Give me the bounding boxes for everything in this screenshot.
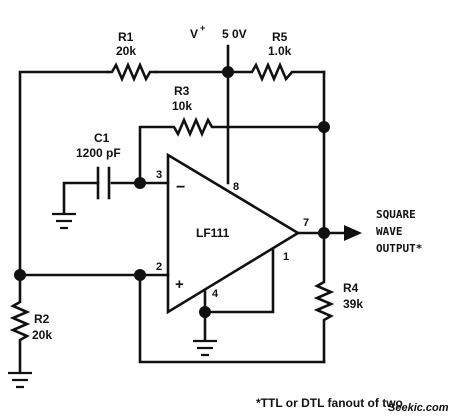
- r2-ground-icon: [8, 371, 32, 389]
- pin7-label: 7: [303, 217, 309, 229]
- opamp-ground-icon: [193, 339, 217, 357]
- output-line2-label: WAVE: [376, 225, 403, 238]
- minus-sign-label: −: [176, 179, 185, 196]
- pin3-label: 3: [156, 169, 162, 181]
- r4-value-label: 39k: [343, 297, 363, 311]
- r2-ref-label: R2: [34, 312, 50, 326]
- c1-ref-label: C1: [94, 131, 110, 145]
- ground-node: [199, 306, 211, 318]
- r3-ref-label: R3: [174, 84, 190, 98]
- supply-voltage-label: 5 0V: [222, 27, 247, 41]
- r3-value-label: 10k: [172, 99, 192, 113]
- output-line1-label: SQUARE: [376, 208, 416, 221]
- r2-resistor: [9, 273, 31, 374]
- r1-ref-label: R1: [118, 30, 134, 44]
- pin1-label: 1: [283, 251, 289, 263]
- r4-ref-label: R4: [343, 281, 359, 295]
- r1-resistor: [106, 61, 158, 83]
- opamp-label: LF111: [196, 226, 230, 240]
- r4-resistor: [313, 231, 335, 364]
- r5-ref-label: R5: [272, 30, 288, 44]
- pin1-wire: [203, 248, 275, 314]
- pin4-label: 4: [212, 288, 219, 300]
- c1-value-label: 1200 pF: [76, 146, 121, 160]
- output-arrow-icon: [344, 225, 362, 241]
- r1-value-label: 20k: [116, 44, 136, 58]
- watermark-text: Seekic.com: [388, 402, 449, 414]
- r3-resistor: [138, 116, 326, 185]
- plus-sign-label: +: [175, 276, 184, 293]
- c1-ground-icon: [52, 212, 76, 230]
- opamp-triangle: [166, 152, 301, 315]
- top-rail-wire: [18, 70, 230, 277]
- bottom-feedback-wire: [138, 273, 326, 364]
- pin8-label: 8: [233, 181, 239, 193]
- pin2-label: 2: [156, 261, 162, 273]
- footnote-text: *TTL or DTL fanout of two: [256, 396, 403, 410]
- r5-value-label: 1.0k: [268, 44, 292, 58]
- supply-superscript-label: +: [200, 23, 205, 33]
- supply-symbol-label: V: [190, 27, 198, 41]
- r2-value-label: 20k: [32, 328, 52, 342]
- r5-resistor: [226, 61, 326, 83]
- output-line3-label: OUTPUT*: [376, 242, 422, 255]
- inverting-node: [134, 177, 146, 189]
- c1-capacitor: [62, 166, 111, 215]
